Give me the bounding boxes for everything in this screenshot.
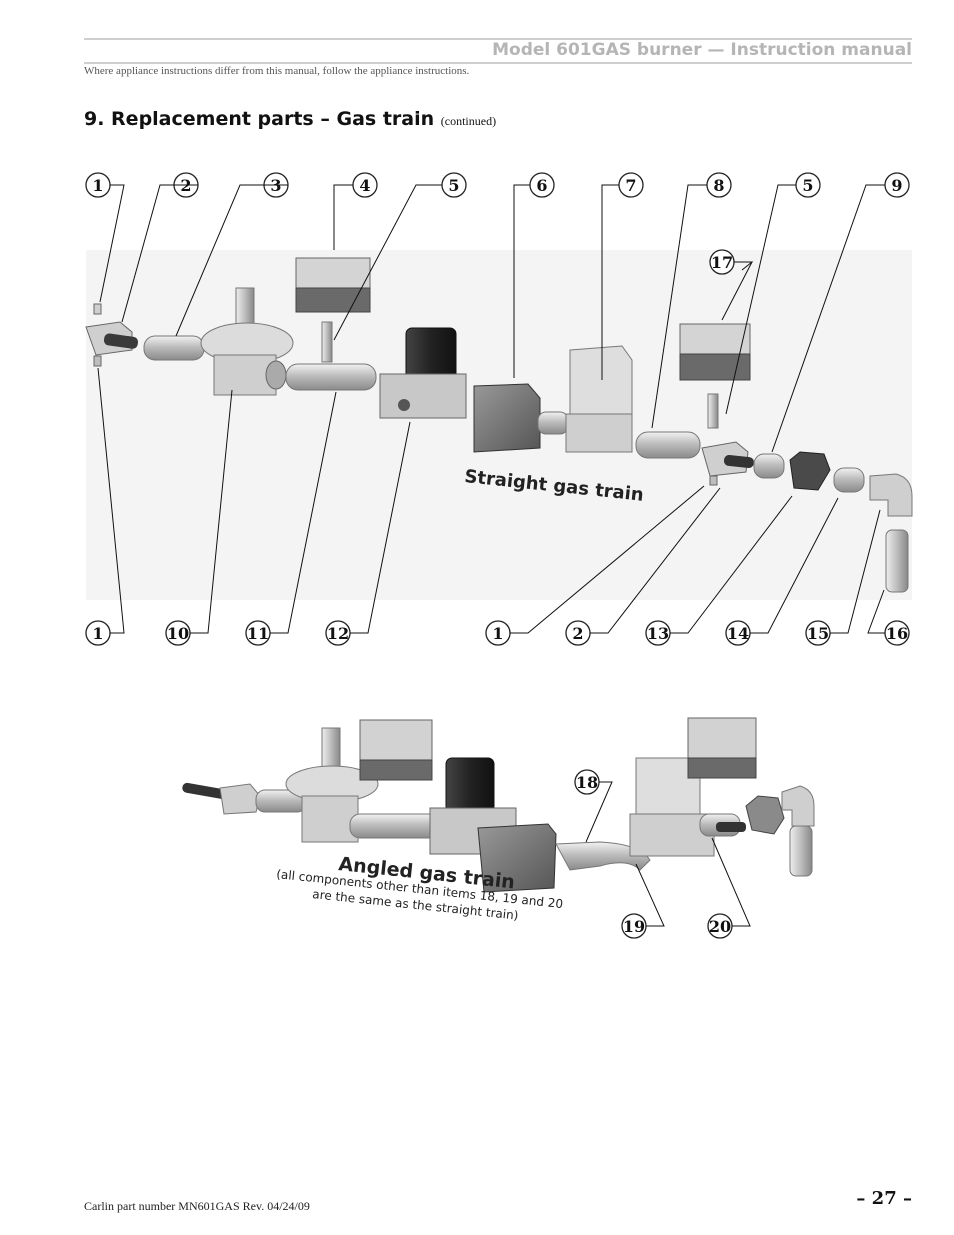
svg-text:9: 9 [891,176,902,195]
callout-top-4: 4 [352,172,378,198]
callout-bottom-13: 13 [645,620,671,646]
callout-top-9: 9 [884,172,910,198]
svg-text:7: 7 [625,176,636,195]
callout-top-6: 6 [529,172,555,198]
svg-text:5: 5 [802,176,813,195]
callouts-top: 1 2 3 4 5 6 7 8 5 9 17 [85,172,910,275]
callouts-bottom: 1 10 11 12 1 2 13 14 15 16 [85,620,910,646]
page-number: – 27 – [856,1188,912,1209]
svg-text:8: 8 [713,176,724,195]
callout-bottom-1a: 1 [85,620,111,646]
ball-valve-a [219,783,261,815]
callout-bottom-11: 11 [245,620,271,646]
svg-text:5: 5 [448,176,459,195]
plug-top [93,303,102,315]
callout-18: 18 [574,769,600,795]
callout-20: 20 [707,913,733,939]
switch-a-base [359,759,433,781]
union-a [745,795,785,835]
main-valve-coil-a [445,757,495,813]
pressure-switch-17 [679,323,751,429]
svg-text:17: 17 [711,253,733,272]
svg-text:10: 10 [167,624,189,643]
elbow-16 [869,473,913,517]
callout-19: 19 [621,913,647,939]
callout-bottom-14: 14 [725,620,751,646]
nipple-13 [753,453,785,479]
svg-text:16: 16 [886,624,908,643]
callout-bottom-15: 15 [805,620,831,646]
regulator-stem-a [321,727,341,769]
section-title: 9. Replacement parts – Gas train (contin… [84,108,496,130]
pipe-nipple-3 [143,335,205,361]
callout-bottom-12: 12 [325,620,351,646]
svg-text:14: 14 [727,624,749,643]
callout-top-5a: 5 [441,172,467,198]
angled-train: Angled gas train (all components other t… [182,717,815,923]
appliance-note: Where appliance instructions differ from… [84,65,470,77]
svg-text:20: 20 [709,917,731,936]
svg-text:4: 4 [359,176,370,195]
svg-text:1: 1 [92,624,103,643]
main-gas-valve [379,327,467,419]
callout-bottom-10: 10 [165,620,191,646]
header-rule [84,38,912,40]
regulator-body-a [301,795,359,843]
switch-b [687,717,757,759]
callout-bottom-2: 2 [565,620,591,646]
callout-top-8: 8 [706,172,732,198]
pipe-nipple-11 [285,363,377,391]
actuator-box-a [477,823,557,893]
elbow-a [781,785,815,827]
regulator [200,287,294,396]
callout-top-1: 1 [85,172,111,198]
callout-top-7: 7 [618,172,644,198]
continued-label: (continued) [440,114,497,128]
valve-handle-b [716,822,746,832]
callout-bottom-1b: 1 [485,620,511,646]
union-14 [789,451,831,491]
nipple-15 [833,467,865,493]
callout-bottom-16: 16 [884,620,910,646]
ball-valve-2 [701,441,754,486]
svg-text:1: 1 [492,624,503,643]
svg-text:1: 1 [92,176,103,195]
valve-handle-a [182,782,228,800]
second-valve [565,345,633,453]
elbow-18 [555,841,651,871]
svg-text:11: 11 [247,624,269,643]
pipe-16 [885,529,909,593]
svg-text:2: 2 [572,624,583,643]
svg-text:6: 6 [536,176,547,195]
svg-text:15: 15 [807,624,829,643]
pipe-nipple-8 [635,431,701,459]
callout-top-5b: 5 [795,172,821,198]
callout-17: 17 [709,249,735,275]
svg-text:12: 12 [327,624,349,643]
switch-a [359,719,433,761]
svg-text:19: 19 [623,917,645,936]
plug-bottom [93,355,102,367]
svg-text:18: 18 [576,773,598,792]
manual-title: Model 601GAS burner — Instruction manual [492,40,912,60]
leader-lines-angled [585,781,751,927]
part-number: Carlin part number MN601GAS Rev. 04/24/0… [84,1199,310,1213]
leader-lines-straight [97,184,885,634]
title-rule [84,62,912,64]
nipple-b [349,813,441,839]
pipe-a [789,825,813,877]
switch-b-base [687,757,757,779]
actuator-box [473,383,569,453]
ball-valve-1 [85,321,139,356]
callouts-angled: 18 19 20 [574,769,733,939]
svg-text:13: 13 [647,624,669,643]
section-heading: 9. Replacement parts – Gas train [84,108,435,130]
